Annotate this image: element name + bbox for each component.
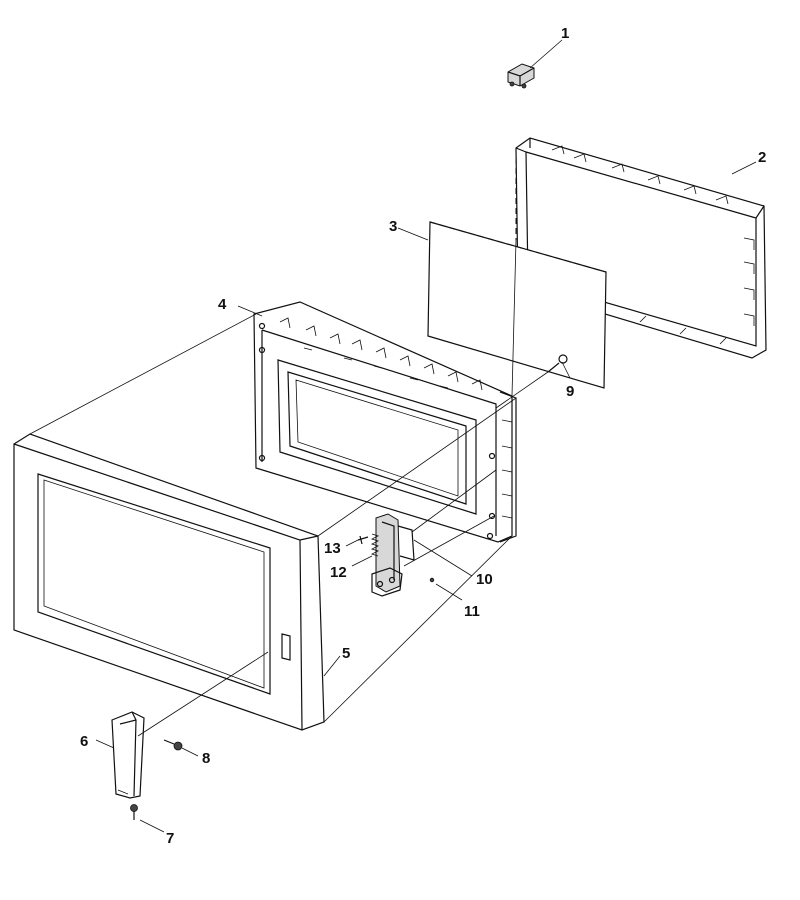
callout-10: 10 xyxy=(476,571,493,588)
part-7-screw xyxy=(130,804,138,820)
callout-1: 1 xyxy=(561,25,569,42)
part-8-screw xyxy=(163,739,183,751)
part-6-handle xyxy=(111,711,145,799)
part-4-inner-panel xyxy=(253,301,517,543)
callout-3: 3 xyxy=(389,218,397,235)
leader-lines xyxy=(95,39,757,833)
part-3-glass-sheet xyxy=(427,221,607,389)
callout-8: 8 xyxy=(202,750,210,767)
callout-5: 5 xyxy=(342,645,350,662)
part-9-screw xyxy=(547,354,568,373)
callout-11: 11 xyxy=(464,603,480,620)
callout-4: 4 xyxy=(218,296,227,313)
callout-9: 9 xyxy=(566,383,574,400)
callout-labels: 1 2 3 4 5 6 7 8 9 10 11 12 13 xyxy=(80,25,766,847)
callout-2: 2 xyxy=(758,149,766,166)
callout-13: 13 xyxy=(324,540,341,557)
part-1-latch-clip xyxy=(507,63,535,89)
latch-hook-assembly xyxy=(357,513,435,597)
callout-12: 12 xyxy=(330,564,347,581)
part-5-door-front xyxy=(13,313,517,731)
callout-6: 6 xyxy=(80,733,88,750)
callout-7: 7 xyxy=(166,830,174,847)
assembly-guide-lines xyxy=(137,239,549,737)
